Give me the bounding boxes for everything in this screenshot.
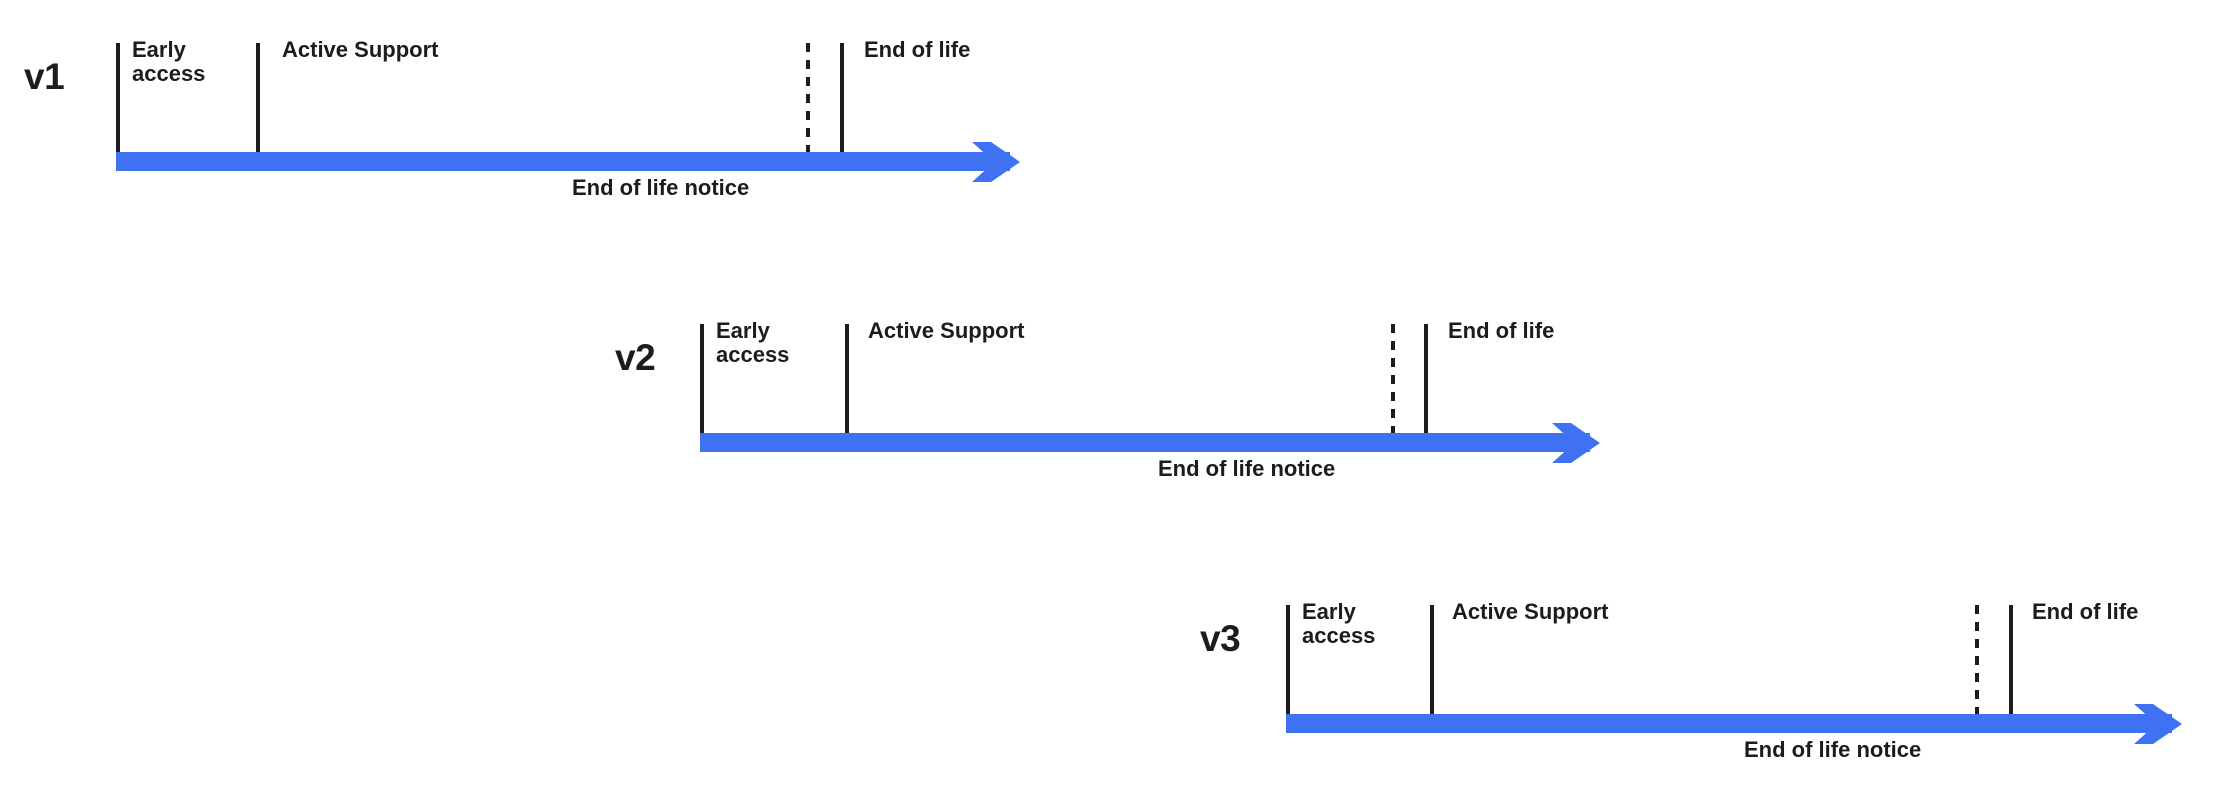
phase-divider-dashed bbox=[1391, 324, 1395, 433]
phase-divider bbox=[1286, 605, 1290, 714]
phase-label: End of life bbox=[2032, 599, 2139, 624]
phase-divider bbox=[256, 43, 260, 152]
version-label: v1 bbox=[24, 56, 65, 97]
phase-divider bbox=[116, 43, 120, 152]
phase-label: Active Support bbox=[1452, 599, 1609, 624]
phase-label: Active Support bbox=[282, 37, 439, 62]
phase-divider bbox=[1424, 324, 1428, 433]
arrow-head-icon bbox=[972, 141, 1020, 182]
timeline-bar bbox=[1286, 714, 2172, 733]
phase-divider bbox=[700, 324, 704, 433]
timeline-bar bbox=[700, 433, 1590, 452]
version-label: v2 bbox=[615, 337, 656, 378]
phase-label: End of life bbox=[1448, 318, 1555, 343]
phase-label: Early access bbox=[1302, 599, 1376, 649]
phase-label: Early access bbox=[716, 318, 790, 368]
end-of-life-notice-label: End of life notice bbox=[1158, 456, 1336, 481]
phase-label: Early access bbox=[132, 37, 206, 87]
phase-divider bbox=[1430, 605, 1434, 714]
end-of-life-notice-label: End of life notice bbox=[1744, 737, 1922, 762]
phase-label: Active Support bbox=[868, 318, 1025, 343]
phase-divider bbox=[840, 43, 844, 152]
phase-divider-dashed bbox=[806, 43, 810, 152]
version-label: v3 bbox=[1200, 618, 1241, 659]
phase-divider bbox=[2009, 605, 2013, 714]
timeline-bar bbox=[116, 152, 1010, 171]
arrow-head-icon bbox=[1552, 422, 1600, 463]
phase-label: End of life bbox=[864, 37, 971, 62]
arrow-head-icon bbox=[2134, 703, 2182, 744]
phase-divider bbox=[845, 324, 849, 433]
phase-divider-dashed bbox=[1975, 605, 1979, 714]
end-of-life-notice-label: End of life notice bbox=[572, 175, 750, 200]
